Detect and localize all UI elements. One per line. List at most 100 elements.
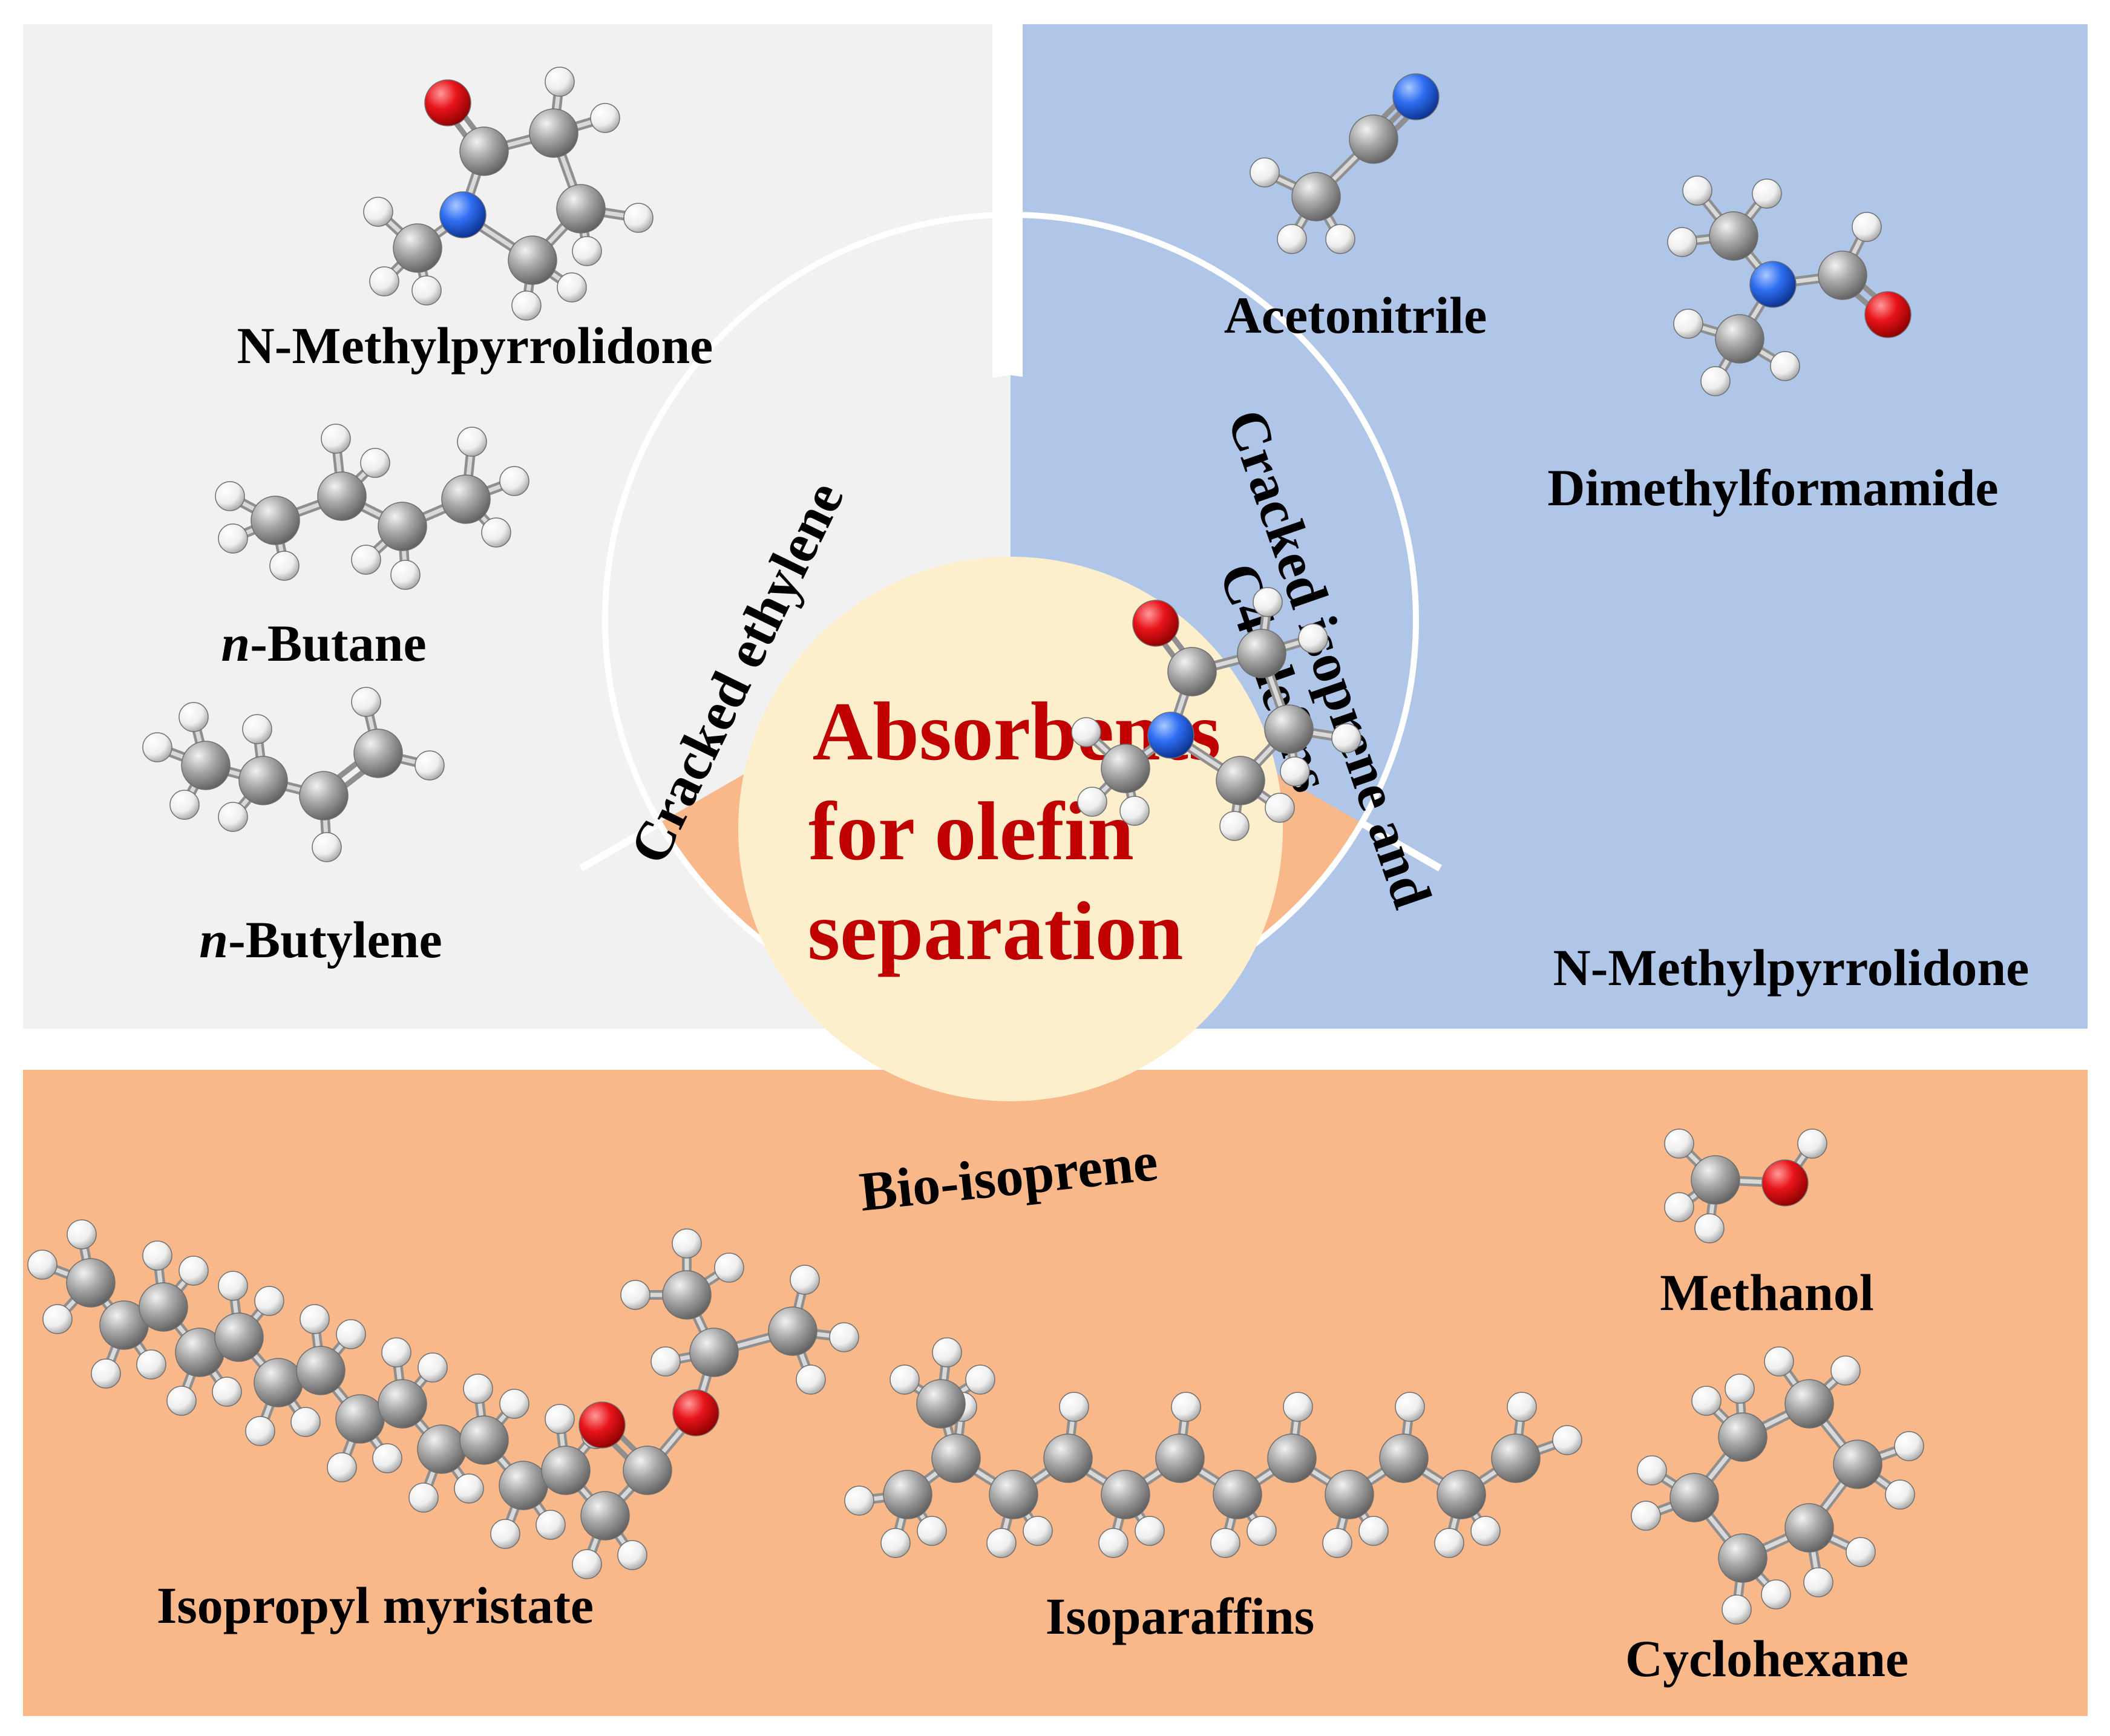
label-butane: n-Butane bbox=[221, 614, 426, 672]
hydrogen-atom bbox=[1797, 1128, 1827, 1159]
carbon-atom bbox=[1325, 1470, 1374, 1519]
hydrogen-atom bbox=[1507, 1392, 1537, 1422]
acetonitrile-molecule bbox=[1250, 73, 1440, 254]
hydrogen-atom bbox=[1691, 1386, 1722, 1416]
hydrogen-atom bbox=[490, 1519, 520, 1549]
carbon-atom bbox=[1718, 1412, 1768, 1462]
isopropyl-myristate-molecule bbox=[27, 1219, 859, 1579]
hydrogen-atom bbox=[179, 702, 209, 732]
carbon-atom bbox=[916, 1379, 966, 1429]
hydrogen-atom bbox=[372, 1443, 402, 1473]
hydrogen-atom bbox=[414, 750, 445, 781]
divider-left bbox=[579, 819, 661, 872]
oxygen-atom bbox=[1864, 291, 1912, 338]
hydrogen-atom bbox=[369, 266, 399, 296]
hydrogen-atom bbox=[142, 732, 172, 762]
label-methanol: Methanol bbox=[1660, 1263, 1874, 1322]
hydrogen-atom bbox=[1298, 623, 1328, 653]
hydrogen-atom bbox=[1725, 1374, 1755, 1404]
hydrogen-atom bbox=[290, 1407, 321, 1437]
carbon-atom bbox=[768, 1306, 817, 1356]
hydrogen-atom bbox=[390, 560, 421, 590]
hydrogen-atom bbox=[572, 1549, 602, 1579]
hydrogen-atom bbox=[932, 1337, 962, 1368]
hydrogen-atom bbox=[1277, 224, 1307, 254]
hydrogen-atom bbox=[1700, 366, 1731, 396]
hydrogen-atom bbox=[829, 1322, 859, 1352]
hydrogen-atom bbox=[880, 1528, 911, 1558]
oxygen-atom bbox=[672, 1389, 719, 1436]
hydrogen-atom bbox=[1664, 1192, 1694, 1222]
carbon-atom bbox=[1709, 211, 1758, 261]
nmp-molecule bbox=[363, 67, 654, 321]
carbon-atom bbox=[1669, 1473, 1719, 1522]
carbon-atom bbox=[378, 502, 427, 551]
oxygen-atom bbox=[578, 1401, 626, 1449]
hydrogen-atom bbox=[136, 1349, 166, 1380]
hydrogen-atom bbox=[1770, 351, 1800, 381]
hydrogen-atom bbox=[351, 687, 381, 717]
hydrogen-atom bbox=[1119, 796, 1150, 826]
carbon-atom bbox=[529, 108, 578, 158]
hydrogen-atom bbox=[351, 545, 381, 575]
hydrogen-atom bbox=[1171, 1392, 1201, 1422]
hydrogen-atom bbox=[1722, 1594, 1752, 1625]
hydrogen-atom bbox=[166, 1386, 197, 1416]
carbon-atom bbox=[1833, 1440, 1882, 1489]
nitrogen-atom bbox=[439, 191, 487, 238]
hydrogen-atom bbox=[890, 1364, 920, 1395]
carbon-atom bbox=[989, 1470, 1038, 1519]
carbon-atom bbox=[417, 1424, 467, 1474]
hydrogen-atom bbox=[481, 517, 511, 548]
oxygen-atom bbox=[1761, 1159, 1809, 1207]
carbon-atom bbox=[459, 1415, 509, 1465]
hydrogen-atom bbox=[1077, 787, 1107, 817]
carbon-atom bbox=[1101, 744, 1150, 793]
hydrogen-atom bbox=[1552, 1425, 1582, 1455]
carbon-atom bbox=[254, 1358, 303, 1407]
carbon-atom bbox=[441, 474, 491, 524]
carbon-atom bbox=[238, 756, 288, 805]
label-cyclohexane: Cyclohexane bbox=[1625, 1630, 1909, 1688]
hydrogen-atom bbox=[300, 1304, 330, 1334]
carbon-atom bbox=[508, 235, 557, 285]
carbon-atom bbox=[1216, 756, 1265, 805]
carbon-atom bbox=[1379, 1433, 1429, 1483]
hydrogen-atom bbox=[572, 236, 602, 266]
carbon-atom bbox=[299, 771, 349, 821]
hydrogen-atom bbox=[590, 103, 620, 133]
carbon-atom bbox=[1155, 1433, 1205, 1483]
hydrogen-atom bbox=[411, 275, 442, 306]
hydrogen-atom bbox=[1250, 157, 1280, 188]
hydrogen-atom bbox=[1023, 1516, 1053, 1546]
hydrogen-atom bbox=[1803, 1567, 1833, 1597]
center-circle bbox=[738, 557, 1283, 1101]
hydrogen-atom bbox=[67, 1219, 97, 1250]
hydrogen-atom bbox=[545, 1404, 575, 1434]
label-dmf: Dimethylformamide bbox=[1547, 459, 1998, 517]
nmp-molecule bbox=[1071, 587, 1361, 841]
segment-cracked-ethylene bbox=[657, 375, 1011, 823]
carbon-atom bbox=[251, 496, 300, 545]
cyclohexane-molecule bbox=[1631, 1346, 1924, 1625]
hydrogen-atom bbox=[1253, 587, 1283, 617]
nitrogen-atom bbox=[1147, 712, 1194, 759]
hydrogen-atom bbox=[457, 427, 487, 457]
oxygen-atom bbox=[1132, 600, 1179, 647]
hydrogen-atom bbox=[1283, 1392, 1313, 1422]
hydrogen-atom bbox=[650, 1346, 681, 1377]
carbon-atom bbox=[214, 1312, 264, 1362]
carbon-atom bbox=[556, 184, 606, 234]
hydrogen-atom bbox=[1265, 793, 1295, 823]
hydrogen-atom bbox=[1894, 1431, 1924, 1461]
hydrogen-atom bbox=[1694, 1213, 1725, 1243]
hydrogen-atom bbox=[796, 1364, 826, 1395]
hydrogen-atom bbox=[617, 1540, 647, 1570]
hydrogen-atom bbox=[986, 1528, 1017, 1558]
hydrogen-atom bbox=[321, 424, 351, 454]
hydrogen-atom bbox=[917, 1516, 947, 1546]
methanol-molecule bbox=[1664, 1128, 1827, 1243]
hydrogen-atom bbox=[179, 1256, 209, 1286]
carbon-atom bbox=[1213, 1470, 1262, 1519]
